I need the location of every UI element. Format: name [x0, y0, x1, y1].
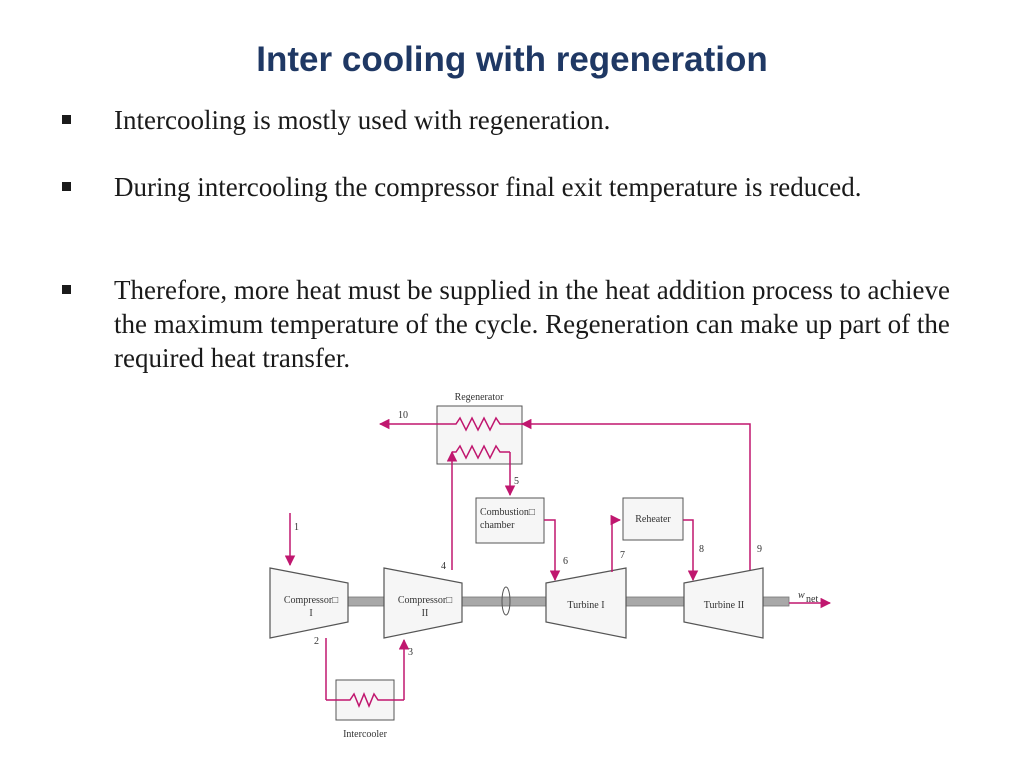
regenerator-cold-coil	[452, 444, 510, 460]
state-point-labels: 1 2 3 4 5 6 7 8 9 10	[294, 410, 762, 658]
state-point-8: 8	[699, 544, 704, 555]
flow-7	[610, 514, 622, 572]
reheater-label: Reheater	[635, 514, 671, 525]
intercooler-coil	[326, 692, 404, 708]
state-point-10: 10	[398, 410, 408, 421]
compressor-2-number: II	[422, 608, 429, 619]
state-point-2: 2	[314, 636, 319, 647]
shaft-coupling-icon	[501, 586, 511, 616]
state-point-4: 4	[441, 561, 446, 572]
compressor-1: Compressor□ I	[269, 567, 349, 639]
regenerator-hot-coil	[437, 416, 522, 432]
regenerator-label: Regenerator	[455, 392, 505, 403]
square-bullet-icon	[62, 285, 71, 294]
regenerator: Regenerator	[436, 392, 523, 465]
turbine-1-label: Turbine I	[567, 600, 604, 611]
flow-lines	[284, 418, 832, 700]
slide-title: Inter cooling with regeneration	[256, 40, 768, 79]
reheater: Reheater	[622, 497, 684, 541]
combustion-chamber: Combustion□ chamber	[475, 497, 545, 544]
state-point-5: 5	[514, 476, 519, 487]
flow-8	[683, 519, 699, 582]
flow-6	[544, 519, 561, 582]
combustion-chamber-label: Combustion□	[480, 507, 535, 518]
bullet-text: During intercooling the compressor final…	[114, 172, 862, 202]
compressor-1-number: I	[309, 608, 312, 619]
state-point-7: 7	[620, 550, 625, 561]
intercooler: Intercooler	[326, 679, 404, 740]
bullet-text: Intercooling is mostly used with regener…	[114, 105, 611, 135]
bullet-text: Therefore, more heat must be supplied in…	[114, 275, 950, 373]
wnet-subscript: net	[806, 594, 818, 605]
combustion-chamber-label-2: chamber	[480, 520, 515, 531]
flow-9	[520, 418, 751, 570]
net-work-label: w net	[798, 590, 818, 605]
wnet-symbol: w	[798, 590, 805, 601]
intercooler-label: Intercooler	[343, 729, 388, 740]
turbine-2: Turbine II	[683, 567, 764, 639]
state-point-9: 9	[757, 544, 762, 555]
state-point-6: 6	[563, 556, 568, 567]
compressor-2: Compressor□ II	[383, 567, 463, 639]
turbine-2-label: Turbine II	[704, 600, 744, 611]
state-point-3: 3	[408, 647, 413, 658]
compressor-1-label: Compressor□	[284, 595, 338, 606]
turbine-1: Turbine I	[545, 567, 627, 639]
square-bullet-icon	[62, 182, 71, 191]
square-bullet-icon	[62, 115, 71, 124]
state-point-1: 1	[294, 522, 299, 533]
compressor-2-label: Compressor□	[398, 595, 452, 606]
